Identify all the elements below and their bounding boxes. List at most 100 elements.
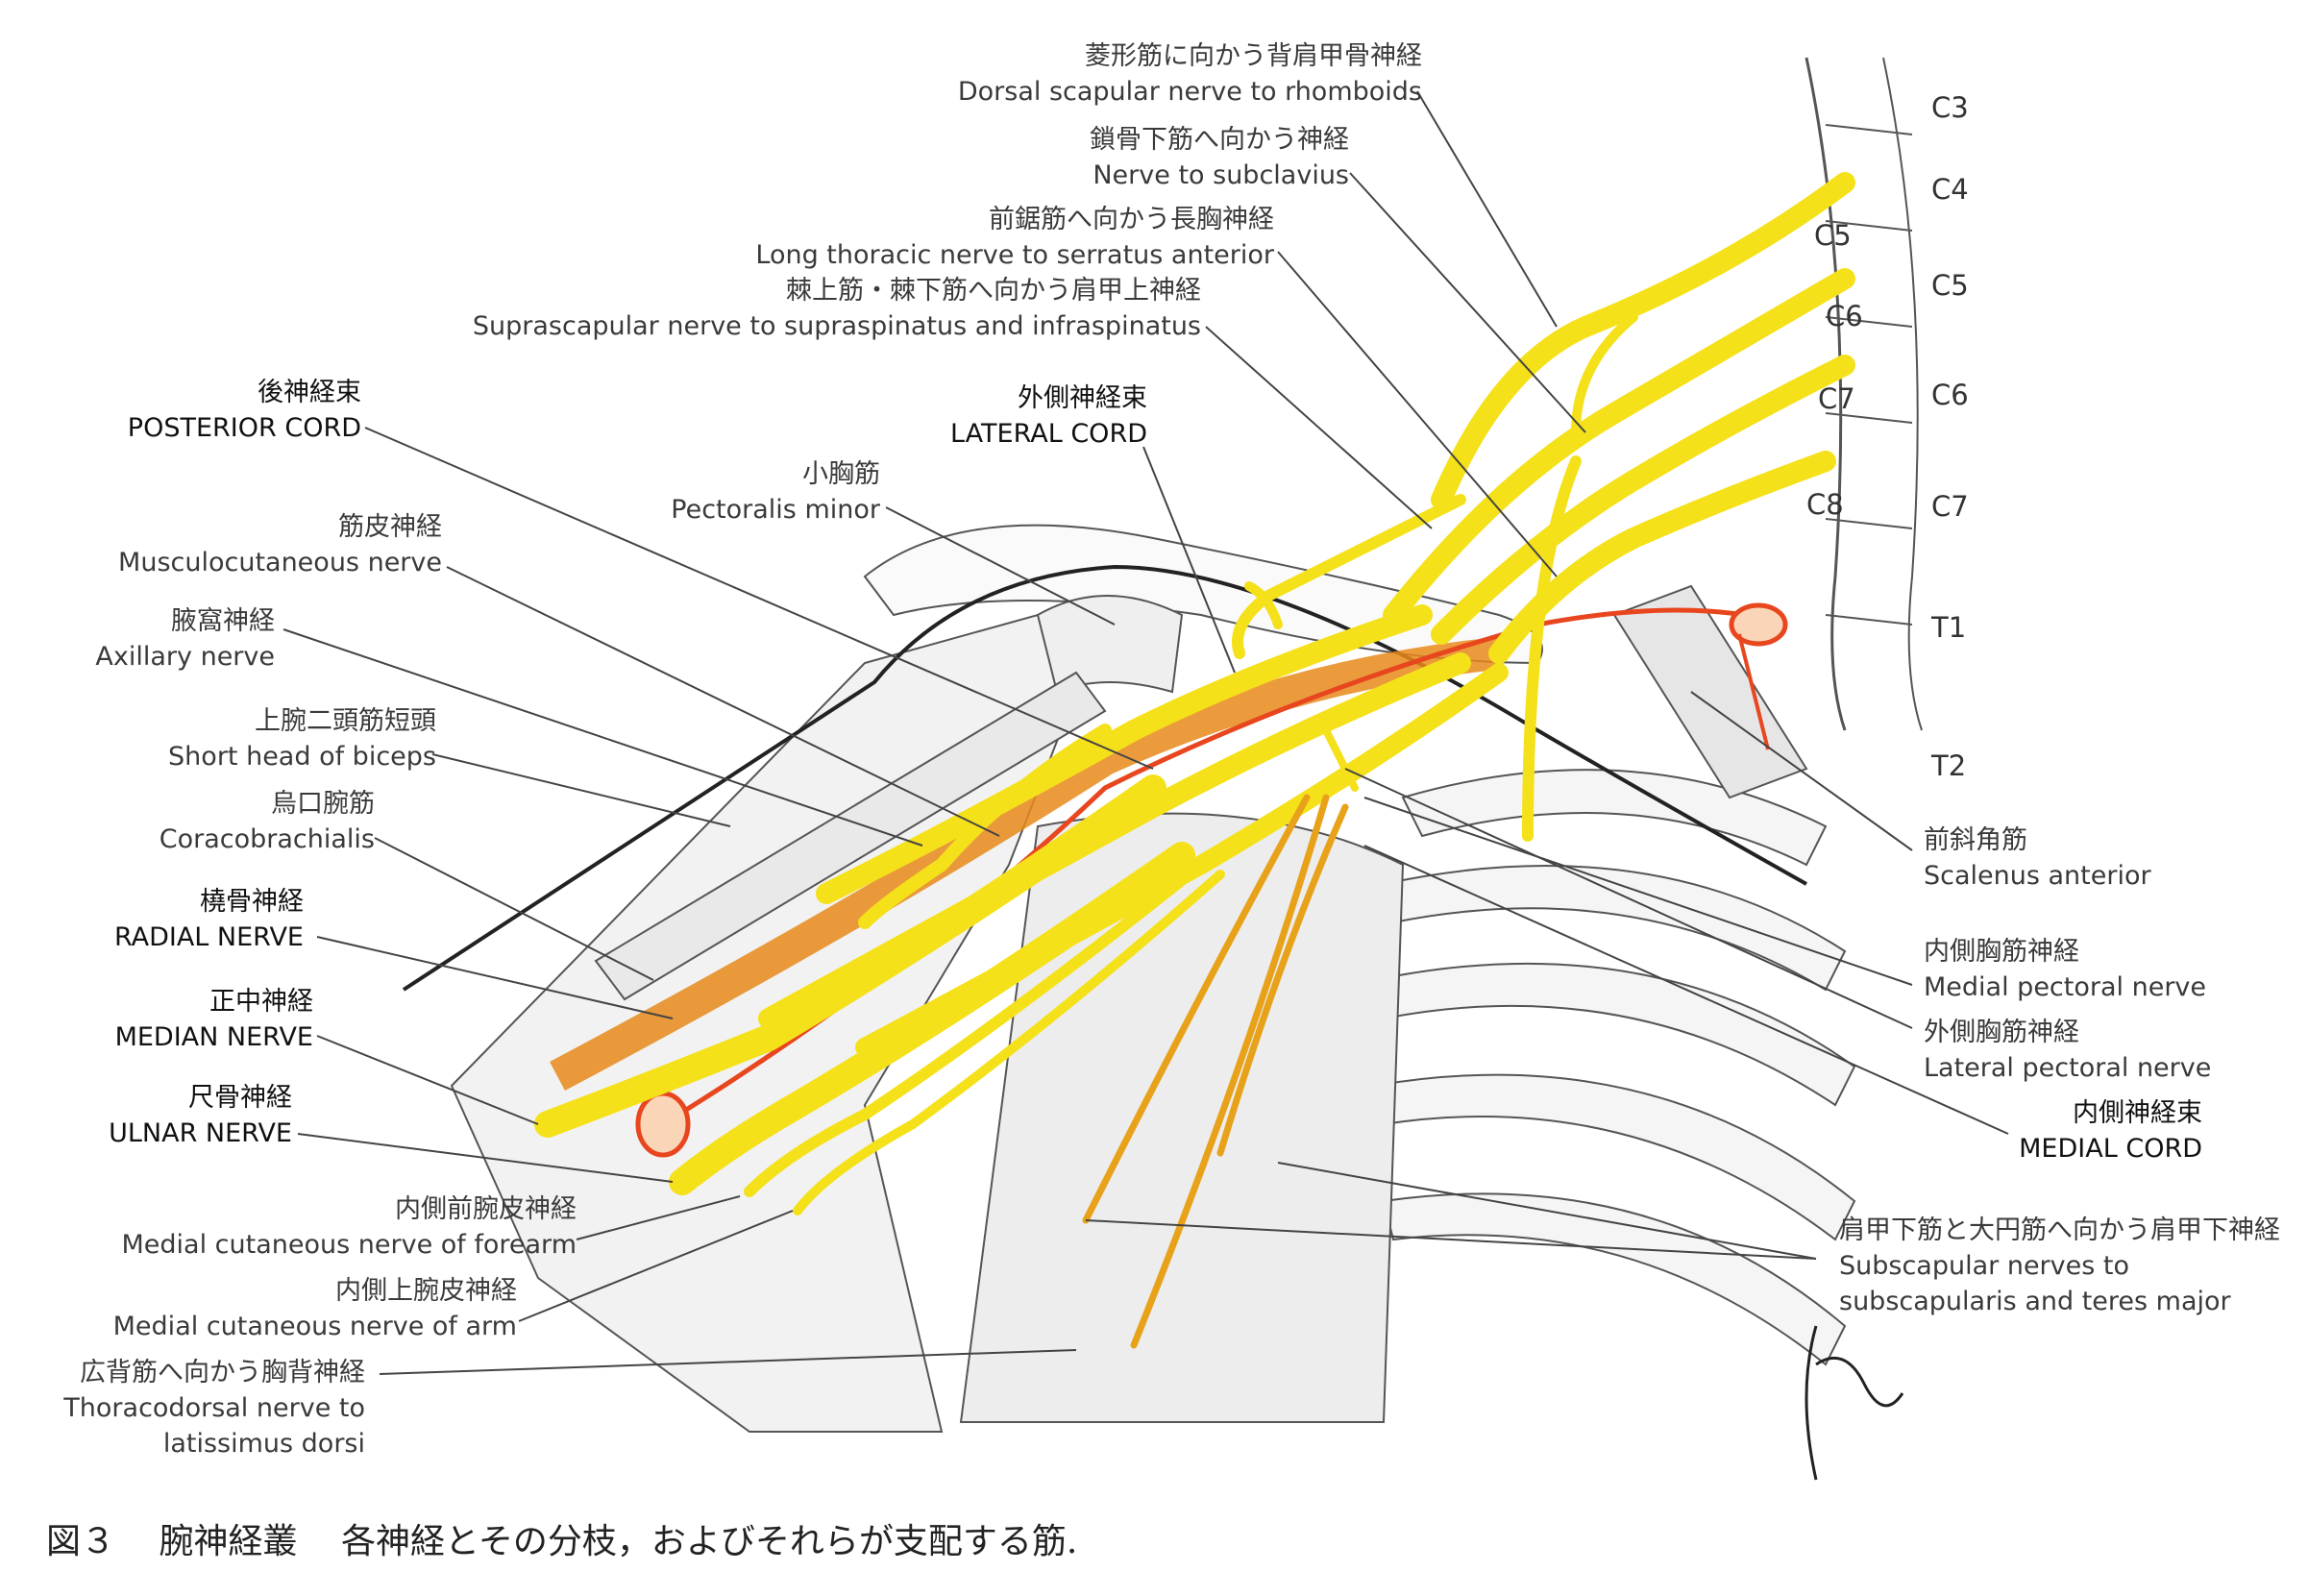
label-jp: 後神経束: [258, 378, 361, 407]
label-en: Medial cutaneous nerve of arm: [112, 1312, 517, 1341]
label-en: MEDIAL CORD: [2019, 1134, 2202, 1164]
caption-figure-number: 図３: [46, 1522, 116, 1561]
label-scalenus-anterior: 前斜角筋 Scalenus anterior: [1924, 823, 2151, 894]
label-jp: 烏口腕筋: [271, 789, 375, 819]
label-jp: 橈骨神経: [200, 887, 304, 917]
label-coracobrachialis: 烏口腕筋 Coracobrachialis: [160, 786, 375, 857]
label-en: MEDIAN NERVE: [114, 1022, 313, 1052]
label-en: RADIAL NERVE: [113, 922, 304, 952]
label-medial-pectoral: 内側胸筋神経 Medial pectoral nerve: [1924, 934, 2206, 1005]
root-label-c8: C8: [1806, 488, 1844, 521]
label-jp: 筋皮神経: [338, 512, 442, 542]
label-en: ULNAR NERVE: [109, 1118, 292, 1148]
subscapular-branches: [1082, 794, 1349, 1349]
label-subscapular: 肩甲下筋と大円筋へ向かう肩甲下神経 Subscapular nerves to …: [1839, 1213, 2280, 1319]
root-label-c5: C5: [1814, 219, 1852, 252]
lateral-cord: [816, 604, 1433, 904]
nerves: [534, 172, 1855, 1215]
label-jp: 内側上腕皮神経: [335, 1276, 517, 1306]
label-thoracodorsal: 広背筋へ向かう胸背神経 Thoracodorsal nerve to latis…: [63, 1355, 365, 1461]
label-en: LATERAL CORD: [949, 419, 1147, 449]
label-jp: 鎖骨下筋へ向かう神経: [1090, 125, 1349, 155]
label-radial-nerve: 橈骨神経 RADIAL NERVE: [114, 884, 304, 955]
label-en: Coracobrachialis: [159, 824, 375, 854]
spine-label-c3: C3: [1931, 91, 1969, 124]
axillary-vein: [550, 637, 1501, 1092]
label-jp: 外側神経束: [1018, 383, 1147, 413]
spine-label-t1: T1: [1931, 611, 1967, 644]
label-en: Short head of biceps: [168, 742, 436, 772]
label-en: Long thoracic nerve to serratus anterior: [755, 240, 1274, 270]
label-long-thoracic: 前鋸筋へ向かう長胸神経 Long thoracic nerve to serra…: [755, 202, 1274, 273]
label-jp: 内側神経束: [2073, 1098, 2202, 1128]
label-pectoralis-minor: 小胸筋 Pectoralis minor: [671, 456, 880, 528]
figure-caption: 図３ 腕神経叢 各神経とその分枝，およびそれらが支配する筋.: [46, 1513, 1110, 1563]
musculocutaneous-nerve: [858, 724, 1112, 929]
spine-label-c5: C5: [1931, 269, 1969, 302]
label-medial-cord: 内側神経束 MEDIAL CORD: [2019, 1095, 2202, 1166]
label-en: Suprascapular nerve to supraspinatus and…: [472, 311, 1201, 341]
suprascapular-nerve: [1232, 494, 1466, 659]
label-med-cut-arm: 内側上腕皮神経 Medial cutaneous nerve of arm: [113, 1273, 517, 1344]
label-en: Musculocutaneous nerve: [118, 548, 442, 577]
long-thoracic-nerve: [1522, 455, 1582, 842]
label-short-head-biceps: 上腕二頭筋短頭 Short head of biceps: [168, 703, 436, 774]
spine-label-c7: C7: [1931, 490, 1969, 523]
label-ulnar-nerve: 尺骨神経 ULNAR NERVE: [109, 1080, 292, 1151]
label-en: Pectoralis minor: [671, 495, 880, 525]
label-jp: 前鋸筋へ向かう長胸神経: [989, 205, 1274, 234]
medial-pectoral-nerve: [1322, 726, 1359, 792]
label-jp: 尺骨神経: [188, 1083, 292, 1113]
label-posterior-cord: 後神経束 POSTERIOR CORD: [128, 375, 361, 446]
dorsal-scapular-nerve: [1571, 312, 1638, 437]
label-suprascapular: 棘上筋・棘下筋へ向かう肩甲上神経 Suprascapular nerve to …: [473, 273, 1201, 344]
label-en: Dorsal scapular nerve to rhomboids: [957, 77, 1422, 107]
label-jp: 内側前腕皮神経: [395, 1194, 577, 1224]
med-cut-forearm-nerve: [744, 859, 1207, 1197]
spine-label-c4: C4: [1931, 173, 1969, 206]
label-lateral-pectoral: 外側胸筋神経 Lateral pectoral nerve: [1924, 1015, 2211, 1086]
label-jp: 前斜角筋: [1924, 825, 2027, 855]
label-lateral-cord: 外側神経束 LATERAL CORD: [950, 381, 1147, 452]
label-en: Lateral pectoral nerve: [1924, 1053, 2212, 1083]
spine-label-c6: C6: [1931, 379, 1969, 411]
label-jp: 小胸筋: [802, 459, 880, 489]
subclavian-artery-cut: [1729, 602, 1788, 647]
label-jp: 外側胸筋神経: [1924, 1018, 2079, 1047]
artery-cut-end: [635, 1091, 691, 1158]
label-en: Medial pectoral nerve: [1924, 972, 2207, 1002]
ulnar-nerve: [669, 842, 1195, 1195]
label-jp: 棘上筋・棘下筋へ向かう肩甲上神経: [786, 276, 1201, 306]
label-en: Nerve to subclavius: [1093, 160, 1349, 190]
caption-title: 腕神経叢: [159, 1522, 298, 1561]
root-c6: [1383, 268, 1855, 626]
lateral-pectoral-nerve: [1244, 581, 1283, 629]
label-jp: 正中神経: [209, 987, 313, 1017]
median-nerve: [534, 774, 1166, 1138]
label-jp: 菱形筋に向かう背肩甲骨神経: [1085, 41, 1422, 71]
label-subclavius: 鎖骨下筋へ向かう神経 Nerve to subclavius: [1090, 122, 1349, 193]
label-en-line2: subscapularis and teres major: [1839, 1287, 2231, 1316]
med-cut-arm-nerve: [793, 870, 1225, 1215]
label-jp: 上腕二頭筋短頭: [255, 706, 436, 736]
root-c5: [1431, 172, 1855, 510]
label-jp: 広背筋へ向かう胸背神経: [80, 1358, 365, 1387]
root-c7: [1431, 355, 1855, 645]
label-dorsal-scapular: 菱形筋に向かう背肩甲骨神経 Dorsal scapular nerve to r…: [958, 38, 1422, 110]
root-label-c7: C7: [1818, 382, 1855, 415]
label-jp: 内側胸筋神経: [1924, 937, 2079, 967]
label-musculocutaneous: 筋皮神経 Musculocutaneous nerve: [118, 509, 442, 580]
label-en: Medial cutaneous nerve of forearm: [121, 1230, 577, 1260]
spine-label-t2: T2: [1931, 749, 1967, 782]
label-en: Axillary nerve: [95, 642, 275, 672]
caption-text: 各神経とその分枝，およびそれらが支配する筋.: [340, 1522, 1078, 1561]
label-en: Subscapular nerves to: [1839, 1251, 2129, 1281]
root-label-c6: C6: [1826, 300, 1863, 332]
label-en: Scalenus anterior: [1924, 861, 2151, 891]
label-en: POSTERIOR CORD: [127, 413, 361, 443]
label-med-cut-forearm: 内側前腕皮神経 Medial cutaneous nerve of forear…: [122, 1191, 577, 1263]
label-median-nerve: 正中神経 MEDIAN NERVE: [115, 984, 313, 1055]
label-en: Thoracodorsal nerve to: [63, 1393, 365, 1423]
leader-lines: [282, 90, 2009, 1375]
